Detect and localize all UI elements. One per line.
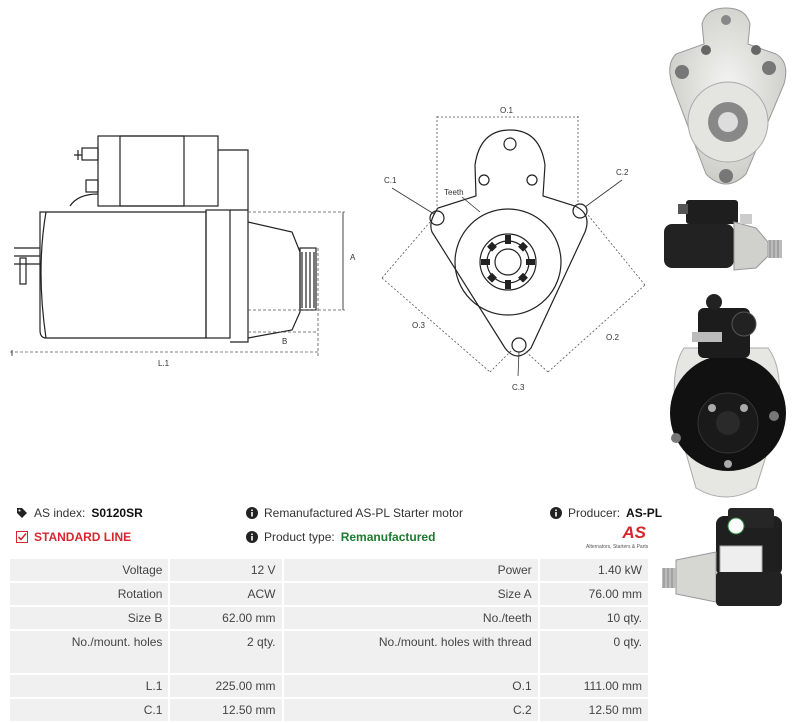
spec-label: Power [283,559,538,581]
product-photo-front [669,7,787,185]
dim-label-o2: O.2 [606,333,619,342]
spec-label: No./mount. holes with thread [283,631,538,673]
producer-value: AS-PL [626,506,663,520]
description: Remanufactured AS-PL Starter motor [246,506,463,520]
table-row: Voltage 12 V Power 1.40 kW [10,559,648,581]
spec-value: 225.00 mm [170,675,282,697]
dim-label-l1: L.1 [158,359,170,368]
front-view-drawing: O.1 O.3 O.2 C.1 C.2 C.3 Teeth [381,106,646,392]
spec-value: 0 qty. [539,631,648,673]
spec-value: 12.50 mm [539,699,648,721]
spec-label: Size A [283,583,538,605]
spec-label: C.2 [283,699,538,721]
producer-label: Producer: [568,506,621,520]
table-row: C.1 12.50 mm C.2 12.50 mm [10,699,648,721]
spec-table: Voltage 12 V Power 1.40 kW Rotation ACW … [8,557,650,723]
spec-value: 1.40 kW [539,559,648,581]
table-row: Size B 62.00 mm No./teeth 10 qty. [10,607,648,629]
dim-label-teeth: Teeth [444,188,464,197]
tag-icon [16,507,28,519]
as-pl-logo: AS Alternators, Starters & Parts [586,524,650,552]
spec-label: Voltage [10,559,169,581]
standard-line: STANDARD LINE [16,530,131,544]
spec-label: No./teeth [283,607,538,629]
info-icon [550,507,562,519]
table-row: L.1 225.00 mm O.1 111.00 mm [10,675,648,697]
spec-value: ACW [170,583,282,605]
spec-value: 10 qty. [539,607,648,629]
product-photo-side [664,200,782,271]
product-type: Product type: Remanufactured [246,530,435,544]
spec-value: 111.00 mm [539,675,648,697]
spec-value: 2 qty. [170,631,282,673]
as-index: AS index: S0120SR [16,506,143,520]
logo-mark: AS [622,523,646,542]
side-view-drawing: A B L.1 [10,135,356,368]
spec-label: O.1 [283,675,538,697]
table-row: No./mount. holes 2 qty. No./mount. holes… [10,631,648,673]
checkbox-checked-icon [16,531,28,543]
info-icon [246,531,258,543]
product-photo-rear [670,294,786,498]
dim-label-c1: C.1 [384,176,397,185]
description-text: Remanufactured AS-PL Starter motor [264,506,463,520]
standard-line-text: STANDARD LINE [34,530,132,544]
dim-label-o1: O.1 [500,106,513,115]
spec-value: 12.50 mm [170,699,282,721]
product-type-value: Remanufactured [340,530,436,544]
dim-label-c2: C.2 [616,168,629,177]
product-type-label: Product type: [264,530,335,544]
dim-label-b: B [282,337,287,346]
spec-value: 76.00 mm [539,583,648,605]
as-index-value: S0120SR [91,506,143,520]
spec-value: 62.00 mm [170,607,282,629]
spec-value: 12 V [170,559,282,581]
dim-label-c3: C.3 [512,383,525,392]
info-icon [246,507,258,519]
spec-label: C.1 [10,699,169,721]
spec-label: L.1 [10,675,169,697]
spec-label: No./mount. holes [10,631,169,673]
dim-label-o3: O.3 [412,321,425,330]
product-photo-label [662,508,782,606]
dim-label-a: A [350,253,356,262]
spec-label: Size B [10,607,169,629]
as-index-label: AS index: [34,506,86,520]
logo-tagline: Alternators, Starters & Parts [586,544,649,550]
table-row: Rotation ACW Size A 76.00 mm [10,583,648,605]
producer: Producer: AS-PL [550,506,662,520]
spec-label: Rotation [10,583,169,605]
